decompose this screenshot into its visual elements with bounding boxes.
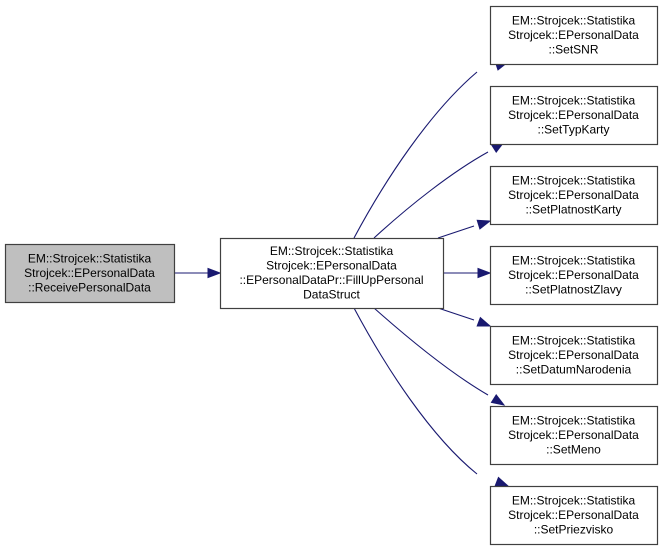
node-label-line: Strojcek::EPersonalData [508, 428, 639, 442]
node-label-line: Strojcek::EPersonalData [266, 259, 397, 273]
node-label-line: EM::Strojcek::Statistika [512, 253, 636, 267]
node-setsnr[interactable]: EM::Strojcek::StatistikaStrojcek::EPerso… [489, 5, 659, 66]
arrowhead-icon [476, 316, 492, 327]
node-label-line: EM::Strojcek::Statistika [512, 493, 636, 507]
node-setpriezvisko[interactable]: EM::Strojcek::StatistikaStrojcek::EPerso… [489, 485, 659, 546]
node-label-line: ::SetDatumNarodenia [516, 362, 632, 376]
edges-layer [174, 60, 510, 487]
node-receive: EM::Strojcek::StatistikaStrojcek::EPerso… [4, 243, 176, 304]
node-label-line: Strojcek::EPersonalData [508, 108, 639, 122]
edge-line [373, 151, 489, 239]
node-label-line: ::EPersonalDataPr::FillUpPersonal [239, 273, 423, 287]
edge-fillup-to-setpriezvisko [353, 307, 510, 487]
edge-fillup-to-setdatumnarodenia [437, 307, 492, 327]
node-box [489, 85, 659, 146]
node-label-line: DataStruct [303, 288, 360, 302]
edge-fillup-to-setmeno [373, 307, 506, 406]
edge-line [437, 307, 475, 321]
node-box [489, 245, 659, 306]
edge-fillup-to-setplatnostzlavy [443, 267, 492, 279]
node-box [489, 485, 659, 546]
node-label-line: ::SetSNR [548, 42, 598, 56]
node-box [489, 405, 659, 466]
node-label-line: Strojcek::EPersonalData [508, 268, 639, 282]
node-label-line: ::SetPlatnostKarty [525, 202, 621, 216]
node-label-line: ::SetPlatnostZlavy [525, 282, 622, 296]
arrowhead-icon [477, 267, 492, 279]
arrowhead-icon [490, 393, 506, 406]
nodes-layer: EM::Strojcek::StatistikaStrojcek::EPerso… [4, 5, 659, 546]
node-setmeno[interactable]: EM::Strojcek::StatistikaStrojcek::EPerso… [489, 405, 659, 466]
node-label-line: EM::Strojcek::Statistika [512, 333, 636, 347]
node-label-line: Strojcek::EPersonalData [508, 508, 639, 522]
node-box [489, 165, 659, 226]
edge-fillup-to-setplatnostkarty [437, 219, 492, 239]
node-label-line: EM::Strojcek::Statistika [512, 413, 636, 427]
node-label-line: ::SetTypKarty [537, 122, 609, 136]
node-label-line: EM::Strojcek::Statistika [512, 93, 636, 107]
node-setplatnostkarty[interactable]: EM::Strojcek::StatistikaStrojcek::EPerso… [489, 165, 659, 226]
node-setplatnostzlavy[interactable]: EM::Strojcek::StatistikaStrojcek::EPerso… [489, 245, 659, 306]
node-label-line: ::SetMeno [546, 442, 601, 456]
node-setdatumnarodenia[interactable]: EM::Strojcek::StatistikaStrojcek::EPerso… [489, 325, 659, 386]
node-settypkarty[interactable]: EM::Strojcek::StatistikaStrojcek::EPerso… [489, 85, 659, 146]
edge-line [353, 71, 478, 239]
edge-fillup-to-setsnr [353, 60, 510, 239]
node-fillup[interactable]: EM::Strojcek::StatistikaStrojcek::EPerso… [219, 237, 445, 310]
arrowhead-icon [494, 476, 510, 487]
arrowhead-icon [476, 219, 492, 230]
node-label-line: EM::Strojcek::Statistika [270, 244, 394, 258]
edge-line [373, 307, 489, 396]
node-box [489, 325, 659, 386]
node-label-line: EM::Strojcek::Statistika [512, 13, 636, 27]
edge-receive-to-fillup [174, 267, 222, 279]
node-box [4, 243, 176, 304]
edge-line [437, 225, 475, 239]
node-label-line: Strojcek::EPersonalData [508, 188, 639, 202]
node-label-line: Strojcek::EPersonalData [24, 266, 155, 280]
node-label-line: Strojcek::EPersonalData [508, 348, 639, 362]
node-box [219, 237, 445, 310]
node-box [489, 5, 659, 66]
edge-line [353, 307, 478, 475]
node-label-line: EM::Strojcek::Statistika [512, 173, 636, 187]
node-label-line: EM::Strojcek::Statistika [28, 251, 152, 265]
node-label-line: ::ReceivePersonalData [28, 280, 151, 294]
node-label-line: Strojcek::EPersonalData [508, 28, 639, 42]
node-label-line: ::SetPriezvisko [534, 522, 614, 536]
arrowhead-icon [207, 267, 222, 279]
